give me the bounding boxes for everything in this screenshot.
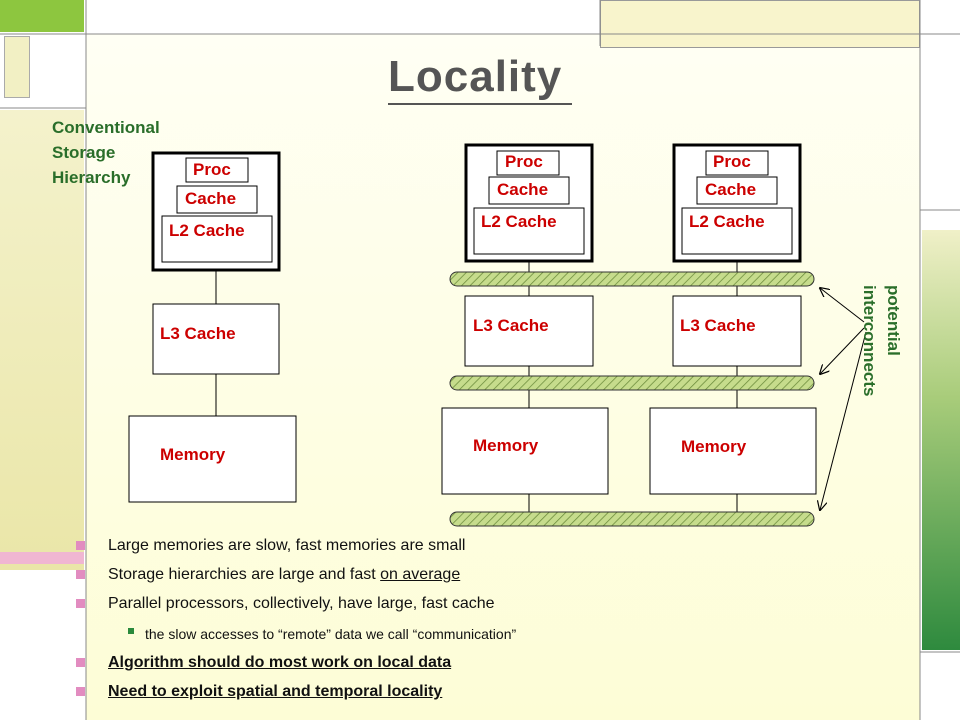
node2-l2-label: L2 Cache	[689, 212, 765, 231]
parallel-node-2	[649, 143, 817, 514]
bullet-marker	[76, 687, 85, 696]
node2-cache-label: Cache	[705, 180, 757, 199]
bullet-2: Storage hierarchies are large and fast o…	[108, 566, 460, 584]
page-title: Locality	[388, 52, 563, 101]
bullet-2-emphasis: on average	[380, 566, 461, 583]
deco-right-gradient	[922, 230, 960, 650]
arrow-to-bus-3	[820, 331, 867, 510]
conventional-l3-box	[152, 303, 280, 375]
conventional-label-line-2: Storage	[52, 143, 116, 162]
conventional-label-line-1: Conventional	[52, 118, 160, 137]
node1-l2-label: L2 Cache	[481, 212, 557, 231]
bullet-2-text: Storage hierarchies are large and fast	[108, 566, 381, 583]
sub-bullet-1: the slow accesses to “remote” data we ca…	[145, 626, 517, 642]
interconnect-bus-3	[449, 511, 815, 527]
bullet-3: Parallel processors, collectively, have …	[108, 595, 495, 612]
bullet-marker	[76, 570, 85, 579]
conventional-l2-label: L2 Cache	[169, 221, 245, 240]
sub-bullet-marker	[128, 628, 134, 634]
bullet-5: Need to exploit spatial and temporal loc…	[108, 683, 443, 700]
interconnect-label-line-2: interconnects	[860, 285, 879, 397]
deco-right-top	[922, 0, 960, 228]
conventional-memory-box	[128, 415, 297, 503]
bullet-1: Large memories are slow, fast memories a…	[108, 537, 466, 554]
conventional-memory-label: Memory	[160, 445, 226, 464]
parallel-node-1	[441, 143, 609, 514]
deco-top-rect	[600, 0, 920, 48]
deco-pink-strip	[0, 552, 84, 564]
interconnect-bus-1	[449, 271, 815, 287]
deco-bottom-right	[922, 652, 960, 720]
arrow-to-bus-2	[820, 327, 865, 374]
node1-l3-label: L3 Cache	[473, 316, 549, 335]
bullet-marker	[76, 541, 85, 550]
bullet-marker	[76, 599, 85, 608]
arrow-to-bus-1	[820, 288, 865, 323]
node2-l3-label: L3 Cache	[680, 316, 756, 335]
conventional-proc-label: Proc	[193, 160, 231, 179]
node1-memory-label: Memory	[473, 436, 539, 455]
deco-left-box	[4, 36, 30, 98]
interconnect-label-line-1: potential	[884, 285, 903, 356]
conventional-label-line-3: Hierarchy	[52, 168, 131, 187]
node2-proc-label: Proc	[713, 152, 751, 171]
interconnect-label: potential interconnects	[860, 285, 914, 428]
interconnect-bus-2	[449, 375, 815, 391]
conventional-hierarchy	[128, 151, 297, 503]
bullet-marker	[76, 658, 85, 667]
bullet-4: Algorithm should do most work on local d…	[108, 654, 452, 671]
conventional-l2-box	[161, 215, 273, 263]
conventional-proc-box	[185, 157, 249, 183]
conventional-l3-label: L3 Cache	[160, 324, 236, 343]
conventional-cache-label: Cache	[185, 189, 237, 208]
node1-cache-label: Cache	[497, 180, 549, 199]
deco-left-strip	[0, 110, 84, 570]
node2-memory-label: Memory	[681, 437, 747, 456]
deco-green-square	[0, 0, 84, 32]
conventional-cache-box	[176, 185, 258, 214]
node1-proc-label: Proc	[505, 152, 543, 171]
